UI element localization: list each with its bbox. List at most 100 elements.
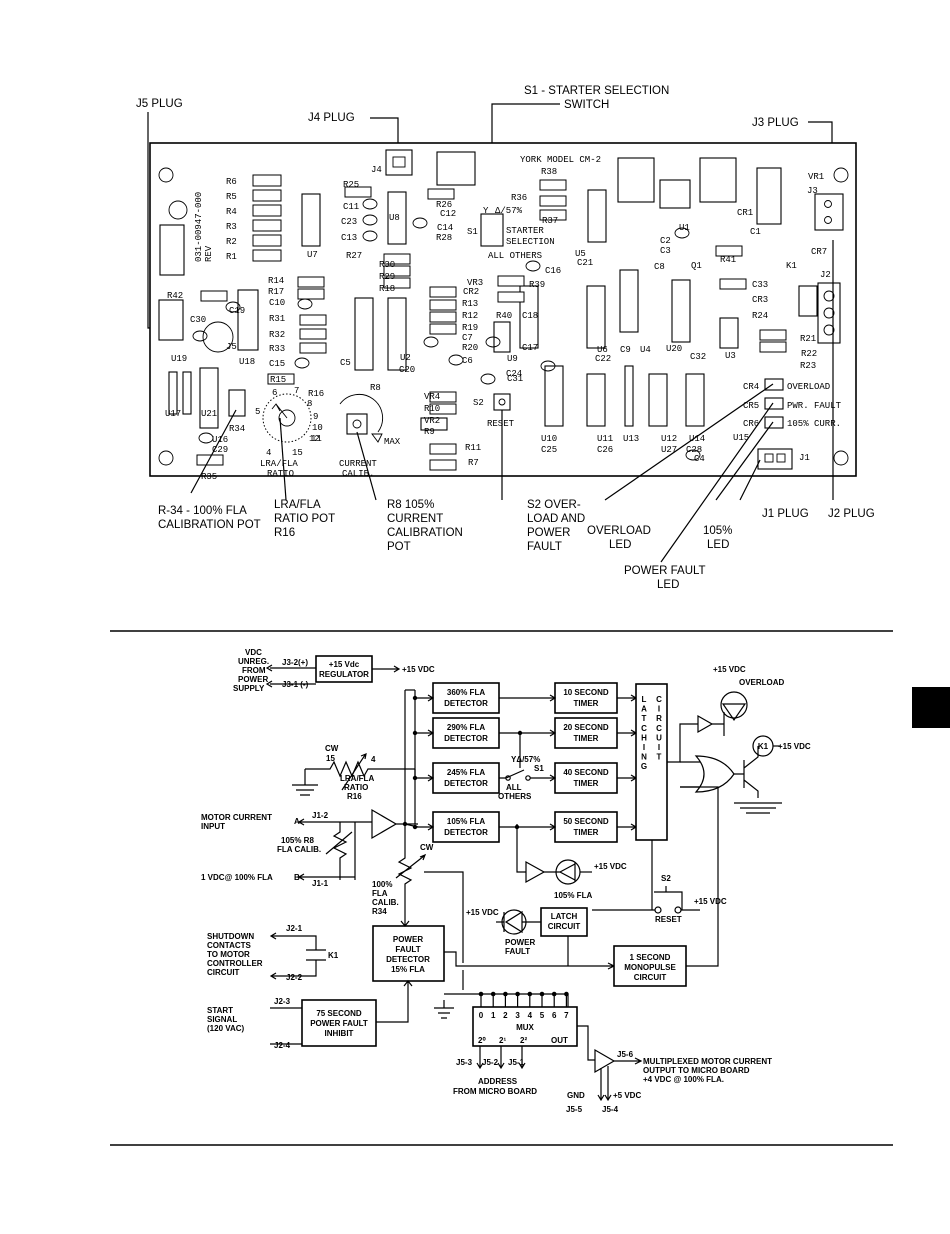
j3-2-label: J3-2(+)	[282, 658, 308, 667]
power-fault-led-callout: POWER FAULT LED	[624, 565, 706, 591]
overload-led-wire	[712, 712, 725, 736]
capacitor	[297, 298, 313, 310]
r34-label-line: CALIB.	[372, 898, 399, 907]
s1-selection-label: SELECTION	[506, 237, 555, 247]
fla-detector-block	[432, 682, 500, 714]
monopulse-label: CIRCUIT	[634, 973, 667, 982]
resistor-body	[497, 291, 525, 303]
j5-2-label: J5-2	[482, 1058, 499, 1067]
r16-label: LRA/FLA RATIO R16	[340, 774, 374, 801]
board-overload-label: OVERLOAD	[787, 382, 830, 392]
r8-wiper	[325, 822, 356, 880]
component-ref: R13	[462, 299, 478, 309]
overload-led-label: OVERLOAD	[739, 678, 785, 687]
component-ref: C19	[229, 306, 245, 316]
ic-package	[182, 371, 192, 415]
board-current-label: CURRENT	[339, 459, 377, 469]
dial-number: 7	[294, 386, 299, 396]
timer-output	[617, 729, 638, 737]
component-ref: R18	[379, 284, 395, 294]
one-vdc-label: 1 VDC@ 100% FLA	[201, 873, 273, 882]
component-ref: R21	[800, 334, 816, 344]
address-from-label: FROM MICRO BOARD	[453, 1087, 537, 1096]
board-105-curr-label: 105% CURR.	[787, 419, 841, 429]
dial-number: 5	[255, 407, 260, 417]
overload-led-callout-line: OVERLOAD	[587, 525, 651, 537]
s2-supply: +15 VDC	[694, 897, 727, 906]
component-ref: R27	[346, 251, 362, 261]
ic-package	[493, 321, 511, 353]
motor-current-input-label: MOTOR CURRENT INPUT	[201, 813, 272, 831]
r8-fla-calib-label: 105% R8 FLA CALIB.	[277, 836, 321, 854]
resistor-ref: R3	[226, 222, 237, 232]
board-rev: REV	[204, 245, 214, 262]
dial-number: 9	[313, 412, 318, 422]
led105-diode	[544, 862, 576, 882]
overload-buffer	[697, 714, 714, 734]
input-a-wire	[297, 818, 372, 826]
mount-hole	[158, 167, 174, 183]
ic-package	[158, 299, 184, 341]
r8-callout-line: POT	[387, 541, 411, 553]
u19-package	[202, 321, 234, 353]
component-ref: C26	[597, 445, 613, 455]
transformer-left	[617, 157, 655, 203]
component-ref: C12	[440, 209, 456, 219]
component-ref: C21	[577, 258, 593, 268]
overload-led-callout: OVERLOAD LED	[587, 525, 651, 551]
c1-capacitor	[756, 167, 782, 225]
105-led-leader	[715, 421, 774, 501]
ic-package	[387, 191, 407, 245]
mount-hole	[833, 450, 849, 466]
component-ref: U17	[165, 409, 181, 419]
s1-contact	[505, 775, 511, 781]
overload-led-symbol	[721, 703, 747, 722]
r16-callout-line: LRA/FLA	[274, 499, 321, 511]
resistor-body	[715, 245, 743, 257]
component-ref: U15	[733, 433, 749, 443]
component-ref: J4	[371, 165, 382, 175]
mux-input-label: 3	[515, 1011, 520, 1020]
r8-leader	[356, 431, 377, 501]
ic-package	[587, 189, 607, 243]
inhibit-label: POWER FAULT	[310, 1019, 368, 1028]
vdc-source-line: SUPPLY	[233, 684, 265, 693]
mux-output-line: +4 VDC @ 100% FLA.	[643, 1075, 724, 1084]
buffer-supply-lines	[597, 1066, 612, 1102]
ic-package	[671, 279, 691, 343]
component-ref: R29	[379, 272, 395, 282]
component-ref: C4	[694, 454, 705, 464]
mux-input-label: 1	[491, 1011, 496, 1020]
component-ref: U9	[507, 354, 518, 364]
latch-label: CIRCUIT	[548, 922, 581, 931]
timer-block	[554, 811, 618, 843]
mux-output-line: OUTPUT TO MICRO BOARD	[643, 1066, 750, 1075]
latching-letter: C	[641, 724, 647, 733]
component-ref: C24	[506, 369, 522, 379]
regulator-output	[372, 665, 401, 673]
r16-wiper	[341, 753, 367, 791]
component-ref: CR3	[752, 295, 768, 305]
inhibit-label: 75 SECOND	[316, 1009, 362, 1018]
latching-letter: A	[641, 705, 647, 714]
j3-pin	[824, 216, 832, 224]
cr4-ref: CR4	[743, 382, 759, 392]
shutdown-line: TO MOTOR	[207, 950, 250, 959]
detector-label: 245% FLA	[447, 768, 485, 777]
section-tab-marker	[912, 687, 950, 728]
detector-input	[415, 729, 435, 737]
ic-package	[798, 285, 818, 317]
j1-leader	[739, 459, 761, 501]
component-ref: CR2	[463, 287, 479, 297]
timer-label: 20 SECOND	[563, 723, 609, 732]
detector-label: 360% FLA	[447, 688, 485, 697]
j2-4-label: J2-4	[274, 1041, 291, 1050]
r8-current-pot	[339, 393, 384, 443]
component-ref: R37	[542, 216, 558, 226]
overload-led-supply: +15 VDC	[713, 665, 746, 674]
component-ref: R7	[468, 458, 479, 468]
r8-label-line: 105% R8	[281, 836, 314, 845]
led105-supply: +15 VDC	[594, 862, 627, 871]
shutdown-line: SHUTDOWN	[207, 932, 254, 941]
pf-led-diode	[503, 910, 523, 934]
